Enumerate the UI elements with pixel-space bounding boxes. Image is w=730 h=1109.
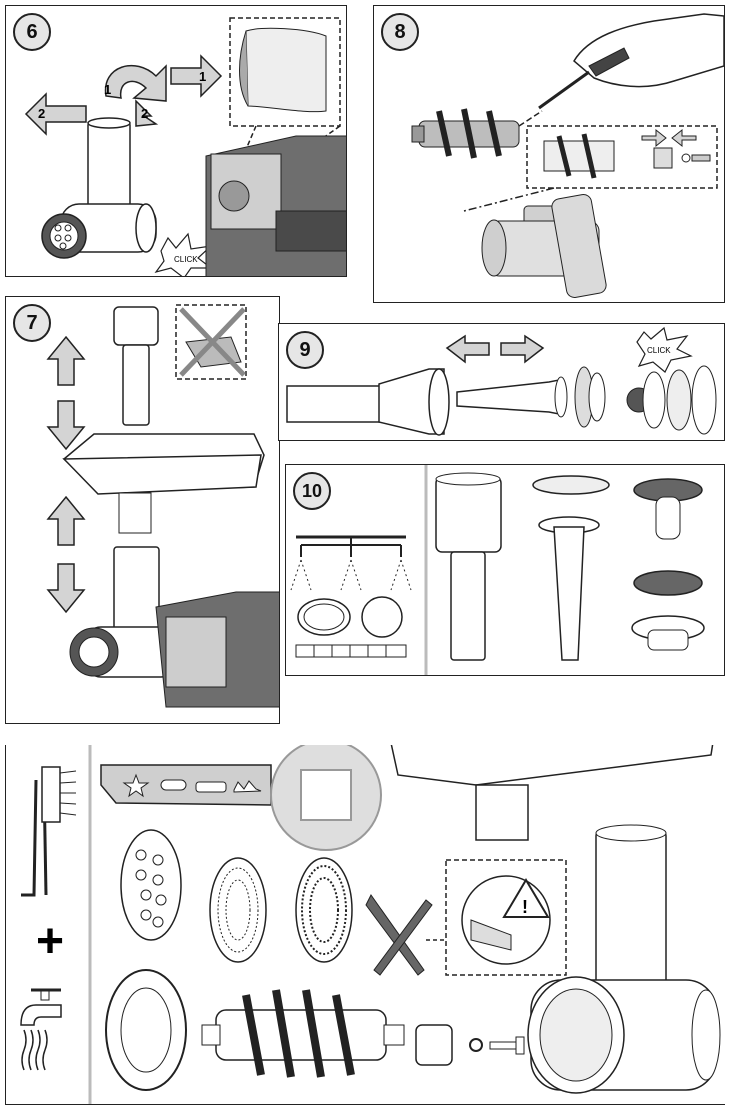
- step-9-number: 9: [286, 331, 324, 369]
- svg-text:!: !: [522, 897, 528, 917]
- click-burst-icon: [154, 232, 213, 276]
- faucet-icon: [20, 988, 62, 1071]
- grinder-housing-illustration: [481, 194, 607, 298]
- brush-icon: [21, 766, 77, 897]
- no-dishwasher-icon: [175, 304, 247, 380]
- step-10-number: 10: [293, 472, 331, 510]
- step-7-number: 7: [13, 304, 51, 342]
- rotate-arrow-icon: [24, 54, 223, 136]
- cutting-blade: [365, 894, 433, 976]
- grinder-housing-illustration: [527, 824, 721, 1094]
- click-label: CLICK: [174, 255, 198, 264]
- warning-sharp-blade-icon: !: [445, 859, 567, 976]
- screw-part: [489, 1036, 525, 1055]
- step-7-panel: 7: [5, 296, 280, 724]
- feed-screw-illustration: [411, 108, 520, 159]
- feed-screw: [201, 989, 405, 1078]
- plus-sign: +: [36, 915, 64, 968]
- ring-nut: [105, 969, 187, 1091]
- step-8-panel: 8: [373, 5, 725, 303]
- step-6-number: 6: [13, 13, 51, 51]
- step-9-illustration: CLICK: [286, 326, 717, 436]
- parts-illustration: +: [20, 745, 721, 1104]
- arrow-label: 2: [38, 106, 45, 121]
- step-6-panel: 6 1 2 1 2 CLICK: [5, 5, 347, 277]
- coarse-disc: [120, 829, 182, 941]
- cleaning-parts-panel: +: [5, 745, 725, 1105]
- step-8-illustration: [411, 13, 724, 298]
- step-10-panel: 10: [285, 464, 725, 676]
- food-tray-illustration: [390, 745, 714, 841]
- arrow-label: 2: [141, 106, 148, 121]
- step-7-illustration: [46, 304, 279, 708]
- click-burst-icon: [636, 326, 693, 373]
- medium-disc: [209, 857, 267, 963]
- dishwasher-icon: [290, 535, 412, 658]
- step-9-panel: 9 CLICK: [278, 323, 725, 441]
- step-8-number: 8: [381, 13, 419, 51]
- step-6-illustration: 1 2 1 2 CLICK: [24, 17, 346, 276]
- step-10-illustration: [290, 465, 705, 675]
- arrow-label: 1: [104, 82, 111, 97]
- cleaning-tool-illustration: [100, 764, 272, 806]
- gear-part: [415, 1024, 453, 1066]
- fine-disc: [295, 857, 353, 963]
- click-label: CLICK: [647, 346, 671, 355]
- arrow-label: 1: [199, 69, 206, 84]
